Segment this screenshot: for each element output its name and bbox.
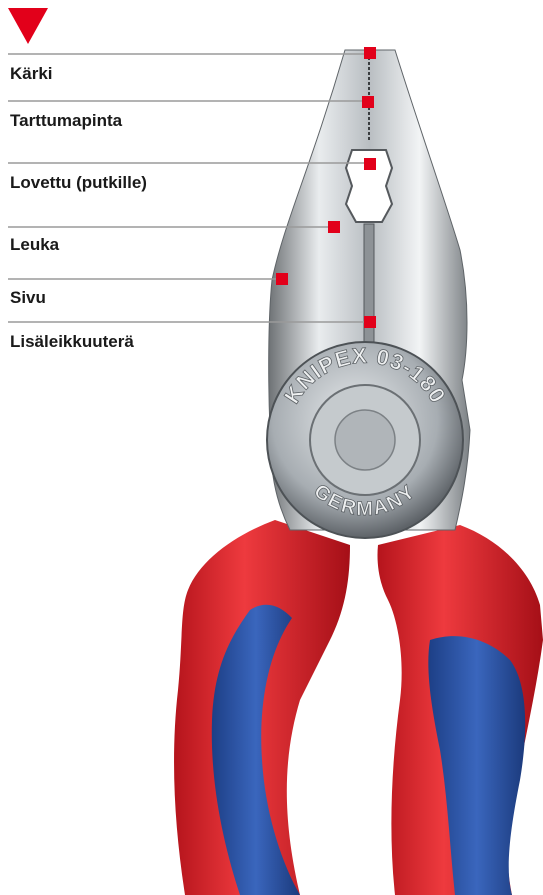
callout-label-tarttumapinta: Tarttumapinta <box>10 112 122 129</box>
callout-label-lovettu: Lovettu (putkille) <box>10 174 147 191</box>
callout-label-leuka: Leuka <box>10 236 59 253</box>
pliers-head: KNIPEX 03-180 GERMANY <box>267 50 470 538</box>
marker-lisaleikkuutera <box>364 316 376 328</box>
callout-label-karki: Kärki <box>10 65 53 82</box>
right-handle <box>377 525 543 895</box>
red-down-triangle-icon <box>8 8 48 44</box>
marker-lovettu <box>364 158 376 170</box>
callout-label-sivu: Sivu <box>10 289 46 306</box>
callout-label-lisaleikkuutera: Lisäleikkuuterä <box>10 333 134 350</box>
left-handle <box>174 520 350 895</box>
marker-sivu <box>276 273 288 285</box>
marker-tarttumapinta <box>362 96 374 108</box>
marker-leuka <box>328 221 340 233</box>
marker-karki <box>364 47 376 59</box>
